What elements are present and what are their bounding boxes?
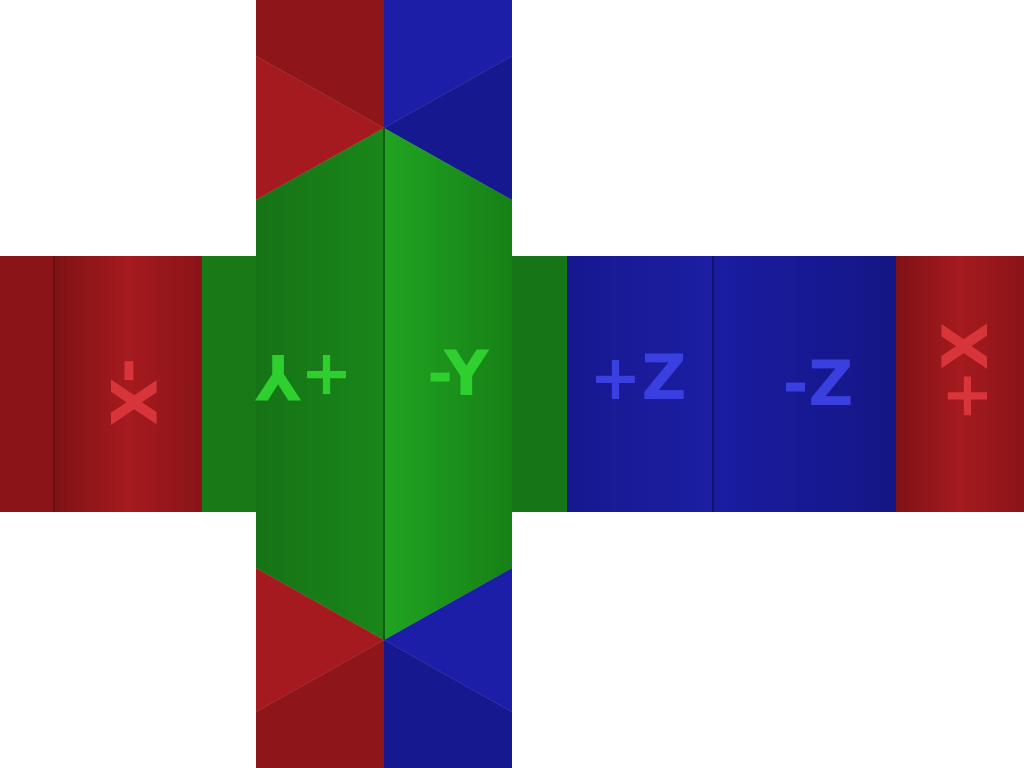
bottom-flap-blue-upper [384,568,512,712]
bottom-flap-red-lower [256,640,384,768]
bottom-flap-red-upper [256,568,384,712]
neg-x-face [54,256,202,512]
top-flap [256,0,512,200]
pos-z-label: +Z [590,341,687,414]
pos-y-label: +Y [254,340,352,413]
top-flap-red-upper [256,0,384,128]
y-face-group [202,128,567,640]
pos-x-face [896,256,1024,512]
bottom-flap [256,568,512,768]
pos-y-face [256,128,384,640]
pos-x-label: +X [929,322,1002,422]
top-flap-blue-upper [384,0,512,128]
top-flap-red-lower [256,56,384,200]
neg-z-face [713,256,896,512]
top-flap-blue-lower [384,56,512,200]
bottom-flap-blue-lower [384,640,512,768]
z-face-group [567,256,896,512]
pos-x-face-group [896,256,1024,512]
pos-z-face [567,256,713,512]
neg-y-label: -Y [427,337,490,410]
neg-y-face-right-strip [512,256,567,512]
pos-y-face-left-strip [202,256,256,512]
neg-z-label: -Z [783,347,854,420]
neg-x-face-group [0,256,202,512]
neg-y-face [384,128,512,640]
neg-x-label: -X [96,358,169,426]
neg-x-edge [0,256,54,512]
